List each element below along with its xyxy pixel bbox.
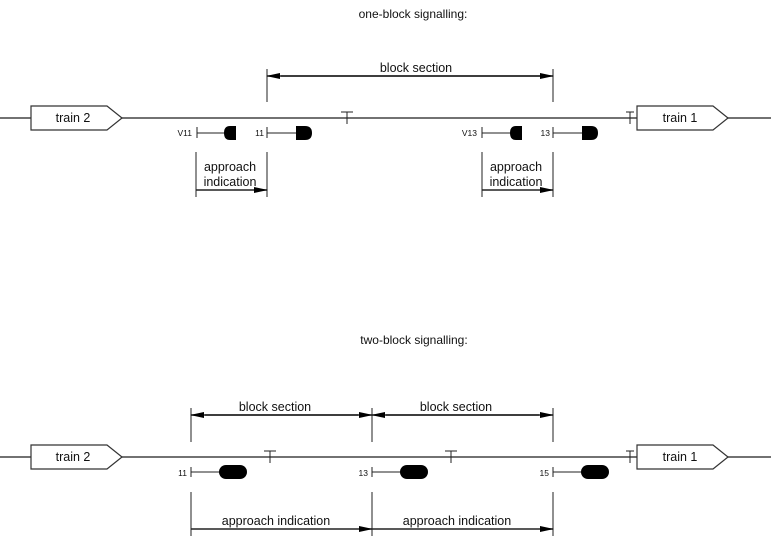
distant-signal-icon bbox=[510, 126, 522, 140]
approach-indication-dimension-1: approach indication bbox=[195, 152, 268, 197]
svg-text:block section: block section bbox=[239, 400, 311, 414]
svg-text:13: 13 bbox=[359, 468, 369, 478]
one-block-title: one-block signalling: bbox=[359, 7, 468, 21]
svg-text:approach: approach bbox=[490, 160, 542, 174]
approach-indication-dimension-1: approach indication bbox=[190, 492, 373, 536]
svg-text:15: 15 bbox=[540, 468, 550, 478]
signal-v11: V11 bbox=[178, 126, 236, 140]
insulated-joint-icon bbox=[445, 450, 457, 463]
combined-signal-icon bbox=[400, 465, 428, 479]
svg-text:11: 11 bbox=[255, 128, 264, 138]
block-section-dimension: block section bbox=[266, 61, 554, 102]
signal-11: 11 bbox=[255, 126, 312, 140]
insulated-joint-icon bbox=[264, 450, 276, 463]
signal-13: 13 bbox=[359, 465, 428, 479]
svg-text:approach indication: approach indication bbox=[403, 514, 511, 528]
block-section-dimension-1: block section bbox=[190, 400, 373, 442]
block-section-dimension-2: block section bbox=[371, 400, 554, 442]
approach-indication-dimension-2: approach indication bbox=[372, 492, 554, 536]
svg-text:train 2: train 2 bbox=[56, 450, 91, 464]
svg-text:train 1: train 1 bbox=[663, 450, 698, 464]
svg-text:13: 13 bbox=[541, 128, 551, 138]
main-signal-icon bbox=[582, 126, 598, 140]
svg-text:indication: indication bbox=[490, 175, 543, 189]
signal-15: 15 bbox=[540, 465, 609, 479]
train-1-marker: train 1 bbox=[626, 444, 729, 470]
train-2-label: train 2 bbox=[56, 111, 91, 125]
signal-13: 13 bbox=[541, 126, 598, 140]
train-1-label: train 1 bbox=[663, 111, 698, 125]
signal-11: 11 bbox=[178, 465, 247, 479]
train-1-marker: train 1 bbox=[626, 105, 729, 131]
svg-text:approach indication: approach indication bbox=[222, 514, 330, 528]
main-signal-icon bbox=[296, 126, 312, 140]
two-block-title: two-block signalling: bbox=[360, 333, 467, 347]
svg-text:V13: V13 bbox=[462, 128, 477, 138]
combined-signal-icon bbox=[219, 465, 247, 479]
signal-v13: V13 bbox=[462, 126, 522, 140]
svg-text:V11: V11 bbox=[178, 128, 193, 138]
combined-signal-icon bbox=[581, 465, 609, 479]
distant-signal-icon bbox=[224, 126, 236, 140]
train-2-marker: train 2 bbox=[30, 105, 123, 131]
train-2-marker: train 2 bbox=[30, 444, 123, 470]
block-section-label: block section bbox=[380, 61, 452, 75]
insulated-joint-icon bbox=[341, 111, 353, 124]
approach-indication-dimension-2: approach indication bbox=[481, 152, 554, 197]
svg-text:indication: indication bbox=[204, 175, 257, 189]
svg-text:11: 11 bbox=[178, 468, 187, 478]
svg-text:block section: block section bbox=[420, 400, 492, 414]
svg-text:approach: approach bbox=[204, 160, 256, 174]
